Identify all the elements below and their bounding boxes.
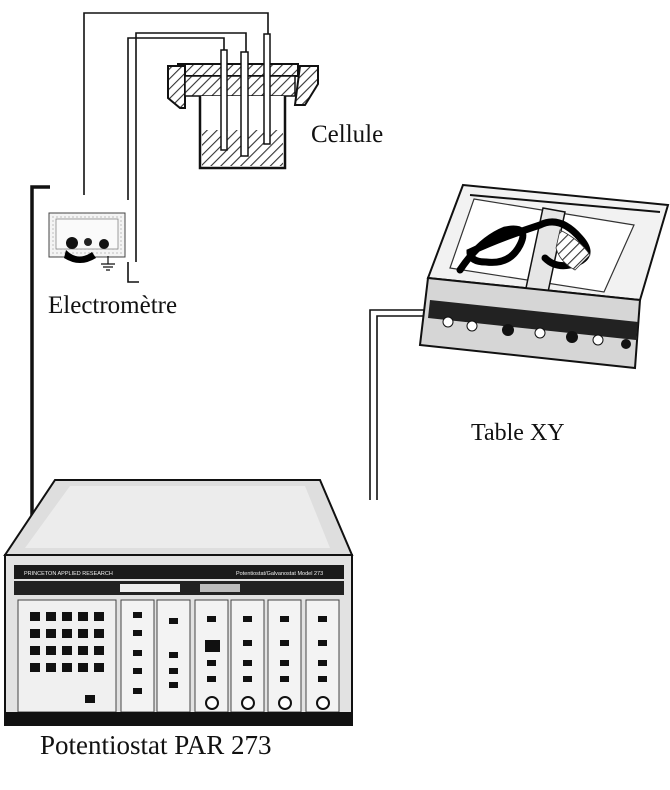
- module-key: [243, 660, 252, 666]
- module-large-switch: [205, 640, 220, 652]
- module-key: [133, 688, 142, 694]
- module-key: [318, 676, 327, 682]
- recorder-knob-5: [566, 331, 578, 343]
- electrometer-knob-right: [99, 239, 109, 249]
- keypad-key: [62, 646, 72, 655]
- keypad-key: [94, 629, 104, 638]
- wire-electrometer-cell-mid: [127, 37, 225, 200]
- wire-potentiostat-table: [369, 309, 432, 500]
- electrometer: [48, 212, 126, 271]
- connection-wires: [30, 12, 432, 528]
- bnc-connector: [205, 696, 219, 710]
- module-key: [133, 630, 142, 636]
- recorder-hatched-region: [555, 229, 591, 271]
- bnc-connector: [278, 696, 292, 710]
- module-key: [318, 616, 327, 622]
- keypad-key: [94, 646, 104, 655]
- wire-electrometer-cell-inner: [135, 32, 247, 262]
- keypad-key: [46, 612, 56, 621]
- keypad-key: [94, 612, 104, 621]
- module-key: [133, 668, 142, 674]
- potentiostat-heading-left: PRINCETON APPLIED RESEARCH: [24, 571, 113, 577]
- recorder-knob-4: [534, 327, 546, 339]
- module-key: [243, 676, 252, 682]
- module-key: [207, 676, 216, 682]
- keypad-key: [78, 629, 88, 638]
- potentiostat-header-strip: [14, 565, 344, 579]
- wire-potentiostat-electrometer: [30, 185, 50, 528]
- keypad-key: [46, 646, 56, 655]
- keypad-key: [94, 663, 104, 672]
- keypad-key: [30, 646, 40, 655]
- module-key: [318, 660, 327, 666]
- recorder-knob-2: [466, 320, 478, 332]
- keypad-key: [78, 663, 88, 672]
- keypad-key: [30, 629, 40, 638]
- module-key: [169, 682, 178, 688]
- keypad-key: [78, 612, 88, 621]
- keypad-key: [78, 646, 88, 655]
- recorder-rail-top: [469, 194, 661, 213]
- module-key: [169, 618, 178, 624]
- module-key: [280, 616, 289, 622]
- module-key: [169, 652, 178, 658]
- cell-label: Cellule: [311, 121, 384, 148]
- module-key: [133, 612, 142, 618]
- keypad-key: [62, 663, 72, 672]
- module-key: [243, 616, 252, 622]
- module-key: [243, 640, 252, 646]
- potentiostat-base: [5, 712, 352, 724]
- cell-lid-top: [184, 75, 296, 97]
- module-key: [207, 660, 216, 666]
- recorder-knob-3: [502, 324, 514, 336]
- keypad-key: [46, 663, 56, 672]
- keypad-key: [30, 612, 40, 621]
- bnc-connector: [316, 696, 330, 710]
- electrometer-knob-mid: [84, 238, 92, 246]
- wire-electrometer-down: [127, 262, 139, 283]
- electrometer-label: Electromètre: [48, 292, 178, 319]
- module-key: [207, 616, 216, 622]
- potentiostat: PRINCETON APPLIED RESEARCH Potentiostat/…: [3, 479, 354, 726]
- keypad-key: [62, 612, 72, 621]
- potentiostat-top-shade: [25, 486, 330, 548]
- bnc-connector: [241, 696, 255, 710]
- module-key: [133, 650, 142, 656]
- cell-lid-right-flange: [293, 65, 319, 106]
- module-key: [280, 640, 289, 646]
- working-electrode: [240, 51, 249, 157]
- recorder-knob-7: [621, 339, 631, 349]
- potentiostat-display-1: [120, 584, 180, 592]
- electrochemical-cell: [167, 33, 319, 170]
- module-key: [169, 668, 178, 674]
- recorder-front-strip: [428, 300, 638, 340]
- potentiostat-heading-right: Potentiostat/Galvanostat Model 273: [236, 571, 323, 577]
- xy-recorder: [418, 183, 670, 370]
- cell-lid: [177, 63, 299, 77]
- cell-lid-left-flange: [167, 65, 186, 109]
- keypad-key: [30, 663, 40, 672]
- recorder-knob-1: [442, 316, 454, 328]
- reference-electrode: [220, 49, 228, 151]
- module-key: [318, 640, 327, 646]
- keypad-key-extra: [85, 695, 95, 703]
- ground-symbol-icon: [101, 256, 115, 271]
- wire-potentiostat-table-2: [376, 315, 432, 500]
- potentiostat-label: Potentiostat PAR 273: [40, 730, 272, 760]
- electrometer-knob-left: [66, 237, 78, 249]
- module-key: [280, 660, 289, 666]
- keypad-key: [62, 629, 72, 638]
- keypad-key: [46, 629, 56, 638]
- module-key: [280, 676, 289, 682]
- recorder-knob-6: [592, 334, 604, 346]
- potentiostat-display-2: [200, 584, 240, 592]
- keypad-keys: [30, 612, 104, 703]
- counter-electrode: [263, 33, 271, 145]
- wire-electrometer-cell-outer: [83, 12, 269, 195]
- xy-table-label: Table XY: [471, 420, 565, 446]
- electrometer-cable-blob: [64, 250, 96, 263]
